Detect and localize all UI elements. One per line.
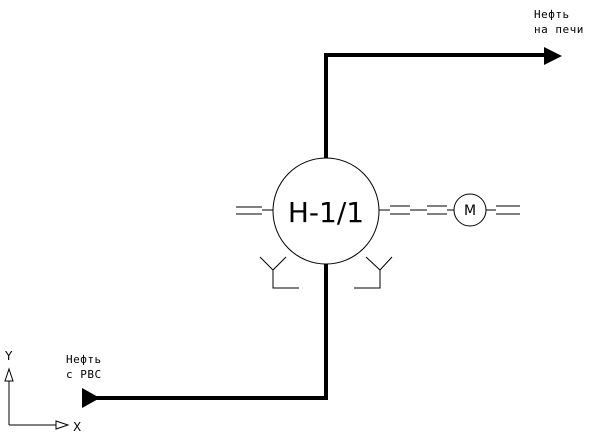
motor: М (453, 193, 487, 227)
ucs-y-label: Y (4, 349, 13, 363)
motor-label: М (464, 203, 476, 219)
inlet-label-line1: Нефть (66, 353, 102, 366)
outlet-pipeline (324, 47, 562, 172)
outlet-label-line1: Нефть (534, 8, 570, 21)
inlet-pipe (92, 263, 328, 400)
pump-label: Н-1/1 (288, 196, 364, 229)
inlet-label-line2: с РВС (66, 368, 102, 381)
pump-support-right (354, 256, 393, 289)
pump: Н-1/1 (272, 157, 380, 265)
outlet-pipe (324, 53, 548, 172)
outlet-arrow-icon (544, 47, 562, 65)
inlet-arrow-icon (82, 388, 100, 408)
pump-motor-shaft (379, 205, 454, 215)
ucs-x-label: X (73, 420, 81, 434)
pump-left-shaft (236, 206, 273, 215)
ucs-icon (4, 367, 70, 430)
outlet-label: Нефть на печи (534, 8, 584, 36)
inlet-label: Нефть с РВС (66, 353, 102, 381)
outlet-label-line2: на печи (534, 23, 584, 36)
pump-support-left (259, 256, 299, 289)
motor-right-shaft (486, 205, 520, 215)
inlet-pipeline (82, 263, 328, 408)
pump-circle (272, 157, 380, 265)
